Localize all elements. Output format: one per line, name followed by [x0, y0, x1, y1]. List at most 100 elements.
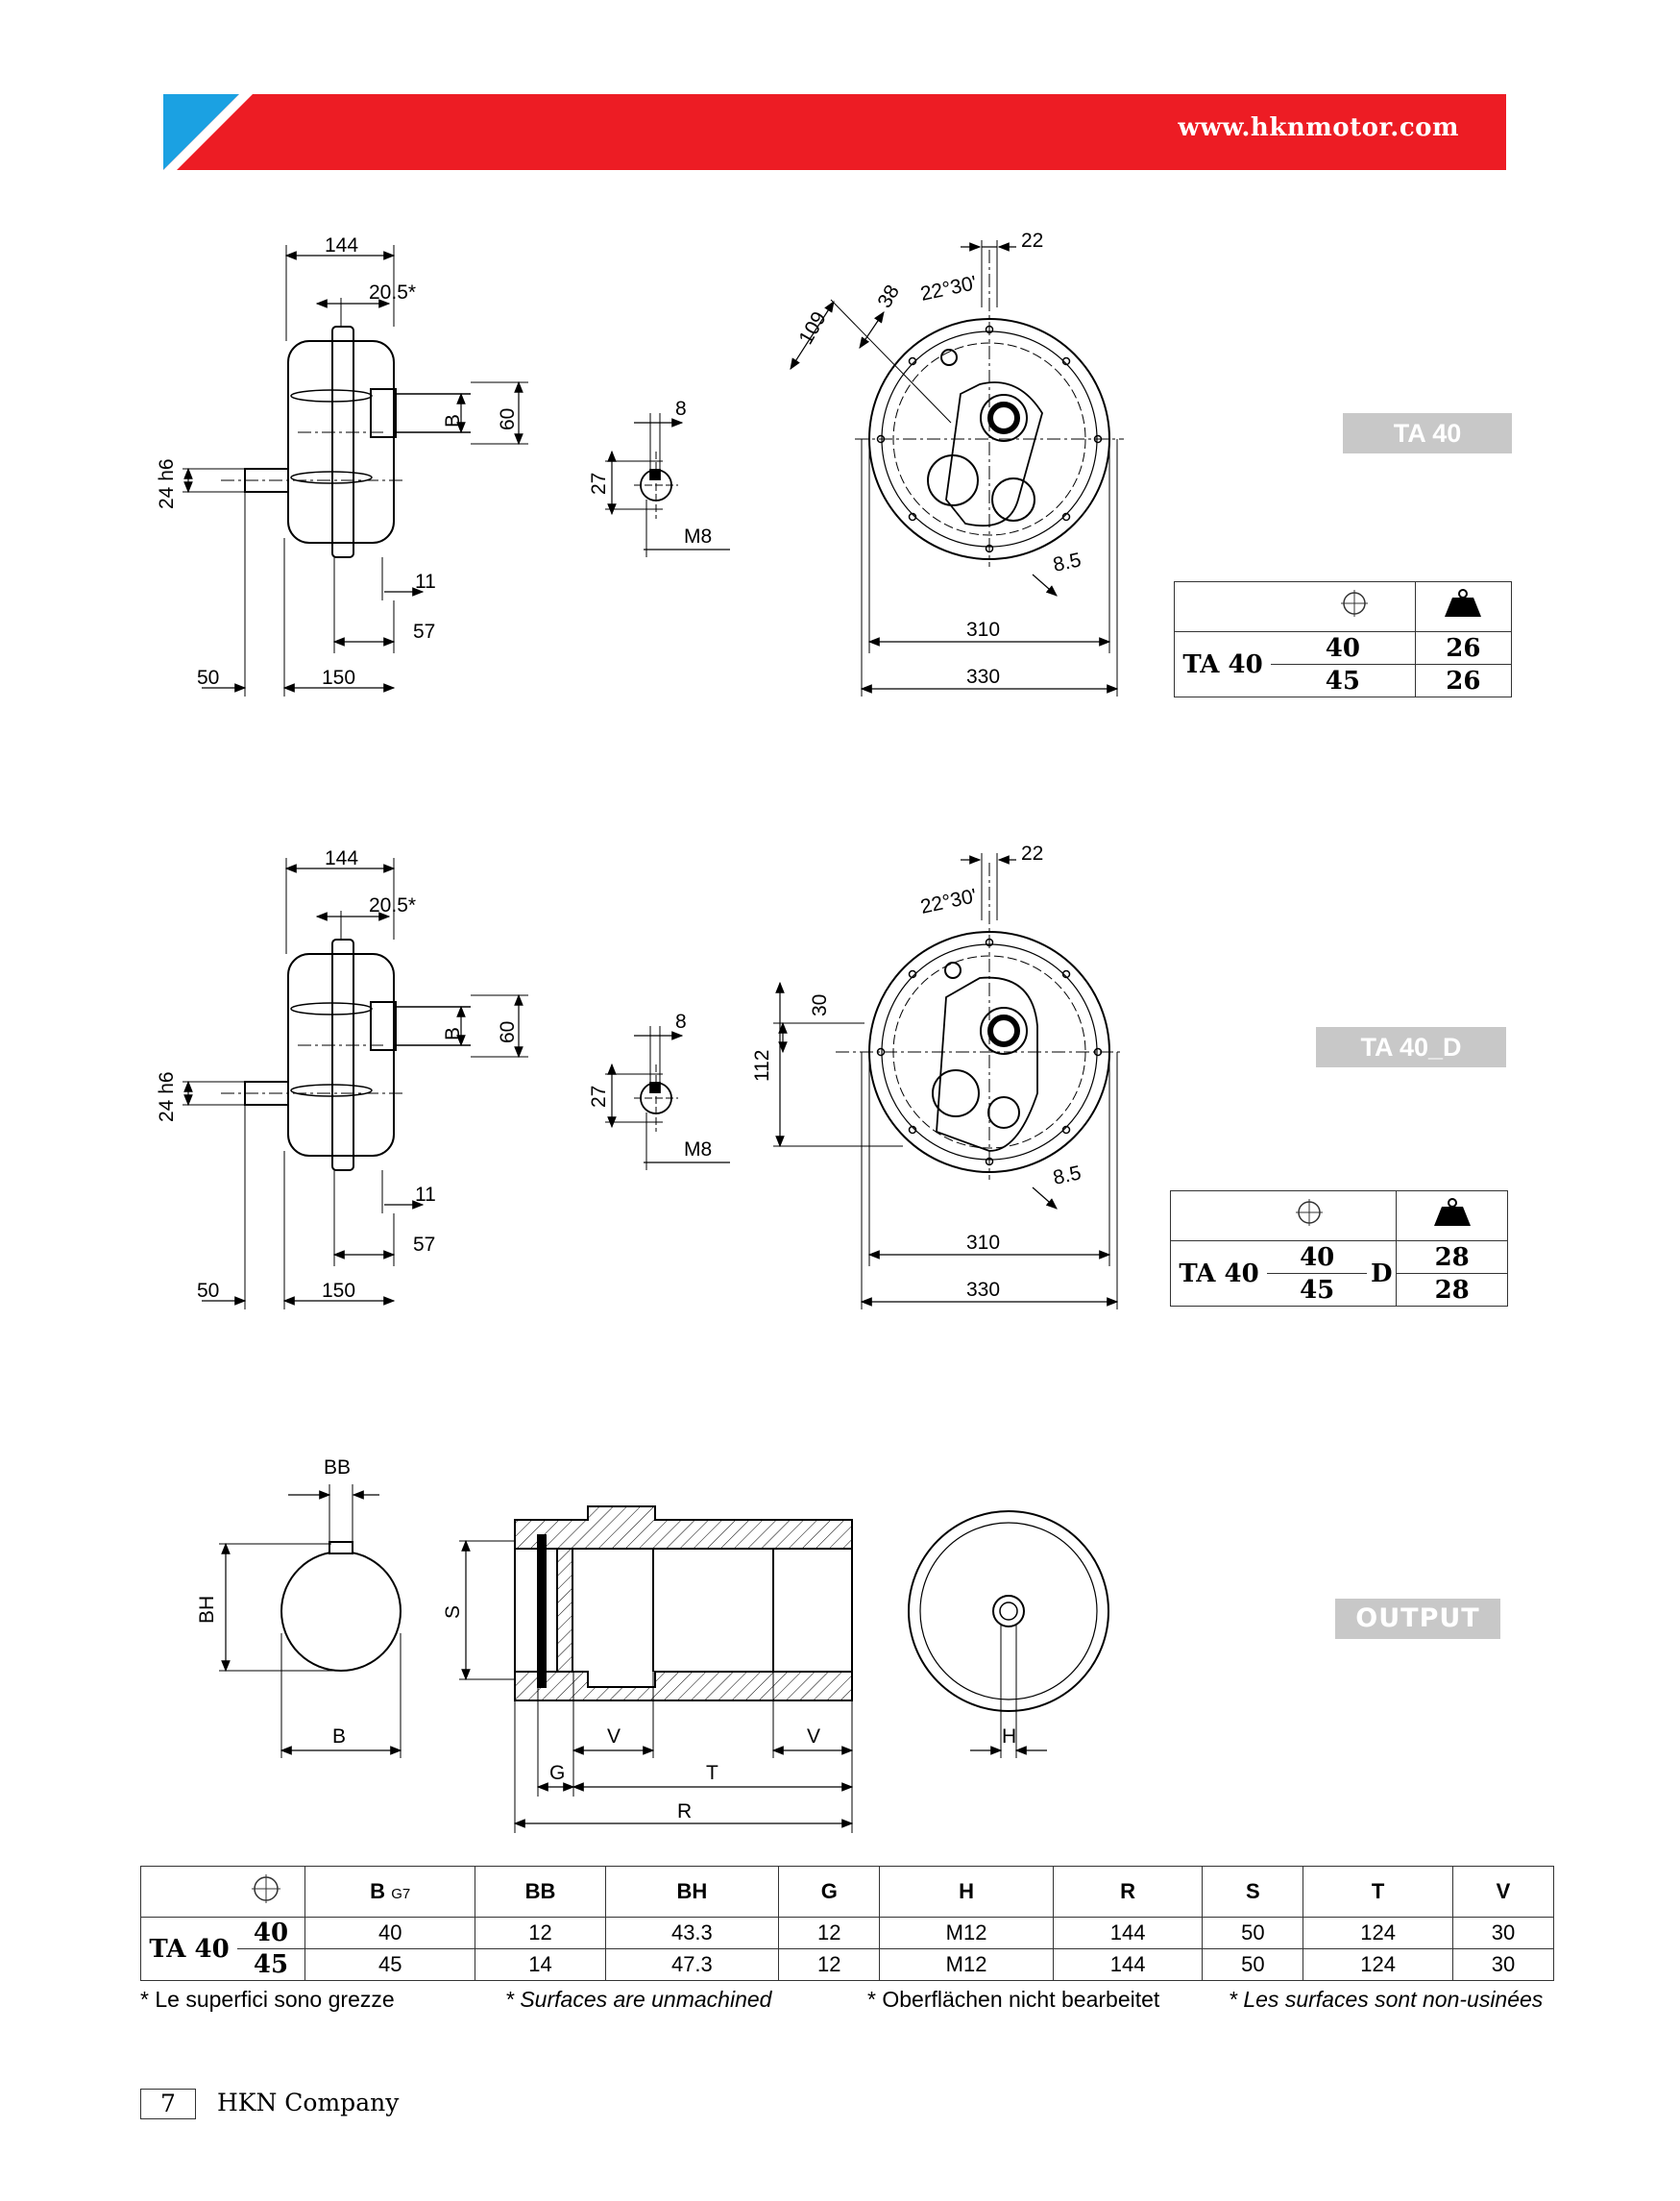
- dim-b-out: B: [332, 1725, 346, 1748]
- dim-60: 60: [497, 1021, 519, 1043]
- cell: 124: [1303, 1917, 1453, 1949]
- note-english: * Surfaces are unmachined: [505, 1987, 772, 2012]
- bore-icon-cell: [140, 1866, 305, 1918]
- dim-bb: BB: [324, 1456, 351, 1479]
- page-number: 7: [140, 2089, 196, 2119]
- dim-s: S: [442, 1605, 464, 1619]
- dim-330: 330: [966, 666, 1000, 688]
- dim-key-27: 27: [588, 1086, 610, 1108]
- cell: 30: [1451, 1917, 1555, 1949]
- dim-20-5: 20.5*: [369, 281, 416, 304]
- cell: M12: [879, 1948, 1054, 1981]
- size-45: 45: [1267, 1273, 1368, 1307]
- dim-310: 310: [966, 1232, 1000, 1254]
- cell: 50: [1202, 1917, 1304, 1949]
- col-s: S: [1202, 1866, 1304, 1918]
- dim-330: 330: [966, 1279, 1000, 1301]
- dim-h: H: [1002, 1725, 1016, 1748]
- side-view-2: [183, 858, 528, 1309]
- col-h: H: [879, 1866, 1054, 1918]
- dim-v-left: V: [607, 1725, 621, 1748]
- cell: 124: [1303, 1948, 1453, 1981]
- model-label-ta40d: TA 40_D: [1316, 1027, 1506, 1067]
- output-end-view: [908, 1510, 1109, 1758]
- weight-icon-cell: [1414, 581, 1513, 632]
- col-t: T: [1303, 1866, 1453, 1918]
- dim-b: B: [442, 414, 464, 428]
- note-italian: * Le superfici sono grezze: [140, 1987, 395, 2012]
- dim-t: T: [706, 1762, 718, 1784]
- dim-50: 50: [197, 1280, 219, 1302]
- kg-45: 26: [1414, 664, 1513, 697]
- bore-icon-cell: [1169, 1190, 1398, 1241]
- dim-key-m8: M8: [684, 526, 712, 548]
- size-40: 40: [1267, 1240, 1368, 1274]
- cell: 30: [1451, 1948, 1555, 1981]
- dim-57: 57: [413, 621, 435, 643]
- cell: 50: [1202, 1948, 1304, 1981]
- company-name: HKN Company: [217, 2089, 400, 2116]
- cell: 47.3: [604, 1948, 780, 1981]
- size-45: 45: [1271, 664, 1416, 697]
- keyway-view-2: [605, 1026, 730, 1170]
- dim-key-8: 8: [675, 1011, 687, 1033]
- bore-icon: [1296, 1199, 1324, 1226]
- dim-38: 38: [873, 281, 904, 312]
- dim-v-right: V: [807, 1725, 820, 1748]
- front-view-1: [790, 240, 1124, 697]
- site-url[interactable]: www.hknmotor.com: [1178, 113, 1459, 142]
- cell: 12: [475, 1917, 606, 1949]
- bore-icon-cell: [1174, 581, 1416, 632]
- keyway-view-1: [605, 413, 730, 557]
- dim-20-5: 20.5*: [369, 894, 416, 917]
- dim-bh: BH: [196, 1596, 218, 1624]
- bore-icon: [252, 1874, 280, 1903]
- bore-icon: [1340, 590, 1368, 617]
- cell: 43.3: [604, 1917, 780, 1949]
- model-label-ta40: TA 40: [1343, 413, 1512, 453]
- dim-g: G: [549, 1762, 565, 1784]
- dim-144: 144: [325, 234, 358, 257]
- dim-60: 60: [497, 408, 519, 430]
- model-cell: TA 40: [140, 1917, 237, 1981]
- dim-150: 150: [322, 667, 355, 689]
- dimension-labels-2: 144 20.5* B 60 24 h6 11 57 50 150 8 27 M…: [156, 843, 1083, 1302]
- dim-22: 22: [1021, 230, 1043, 252]
- kg-40: 26: [1414, 631, 1513, 665]
- col-b-sub: G7: [391, 1886, 411, 1902]
- weight-table-1: TA 40 40 26 45 26: [1174, 581, 1513, 697]
- weight-table-2: TA 40 40 D 28 45 28: [1169, 1190, 1508, 1307]
- size-40: 40: [1271, 631, 1416, 665]
- dim-r: R: [677, 1800, 692, 1822]
- cell: 45: [304, 1948, 476, 1981]
- dim-57: 57: [413, 1234, 435, 1256]
- suffix-d: D: [1367, 1240, 1398, 1307]
- dim-112: 112: [751, 1050, 773, 1082]
- dim-11: 11: [415, 571, 436, 593]
- size-cell: 45: [237, 1948, 305, 1981]
- dim-144: 144: [325, 847, 358, 869]
- dim-key-8: 8: [675, 398, 687, 420]
- side-view-1: [183, 245, 528, 697]
- header-banner: [163, 94, 1506, 170]
- dim-22-30: 22°30': [918, 272, 979, 306]
- model-cell: TA 40: [1174, 631, 1271, 697]
- kg-45: 28: [1396, 1273, 1508, 1307]
- dimension-labels-1: 144 20.5* B 60 24 h6 11 57 50 150 8 27 M…: [156, 230, 1083, 689]
- output-label: OUTPUT: [1335, 1599, 1500, 1639]
- cell: 12: [778, 1948, 881, 1981]
- dim-50: 50: [197, 667, 219, 689]
- dim-b: B: [442, 1027, 464, 1040]
- col-b: B G7: [304, 1866, 476, 1918]
- kg-40: 28: [1396, 1240, 1508, 1274]
- dim-8-5: 8.5: [1051, 549, 1083, 576]
- weight-icon: [1433, 1198, 1471, 1226]
- dim-11: 11: [415, 1184, 436, 1206]
- col-bh: BH: [604, 1866, 780, 1918]
- front-view-2: [773, 853, 1124, 1309]
- model-cell: TA 40: [1170, 1240, 1267, 1307]
- note-french: * Les surfaces sont non-usinées: [1229, 1987, 1544, 2012]
- cell: 144: [1052, 1948, 1204, 1981]
- output-bore-view: [219, 1484, 402, 1758]
